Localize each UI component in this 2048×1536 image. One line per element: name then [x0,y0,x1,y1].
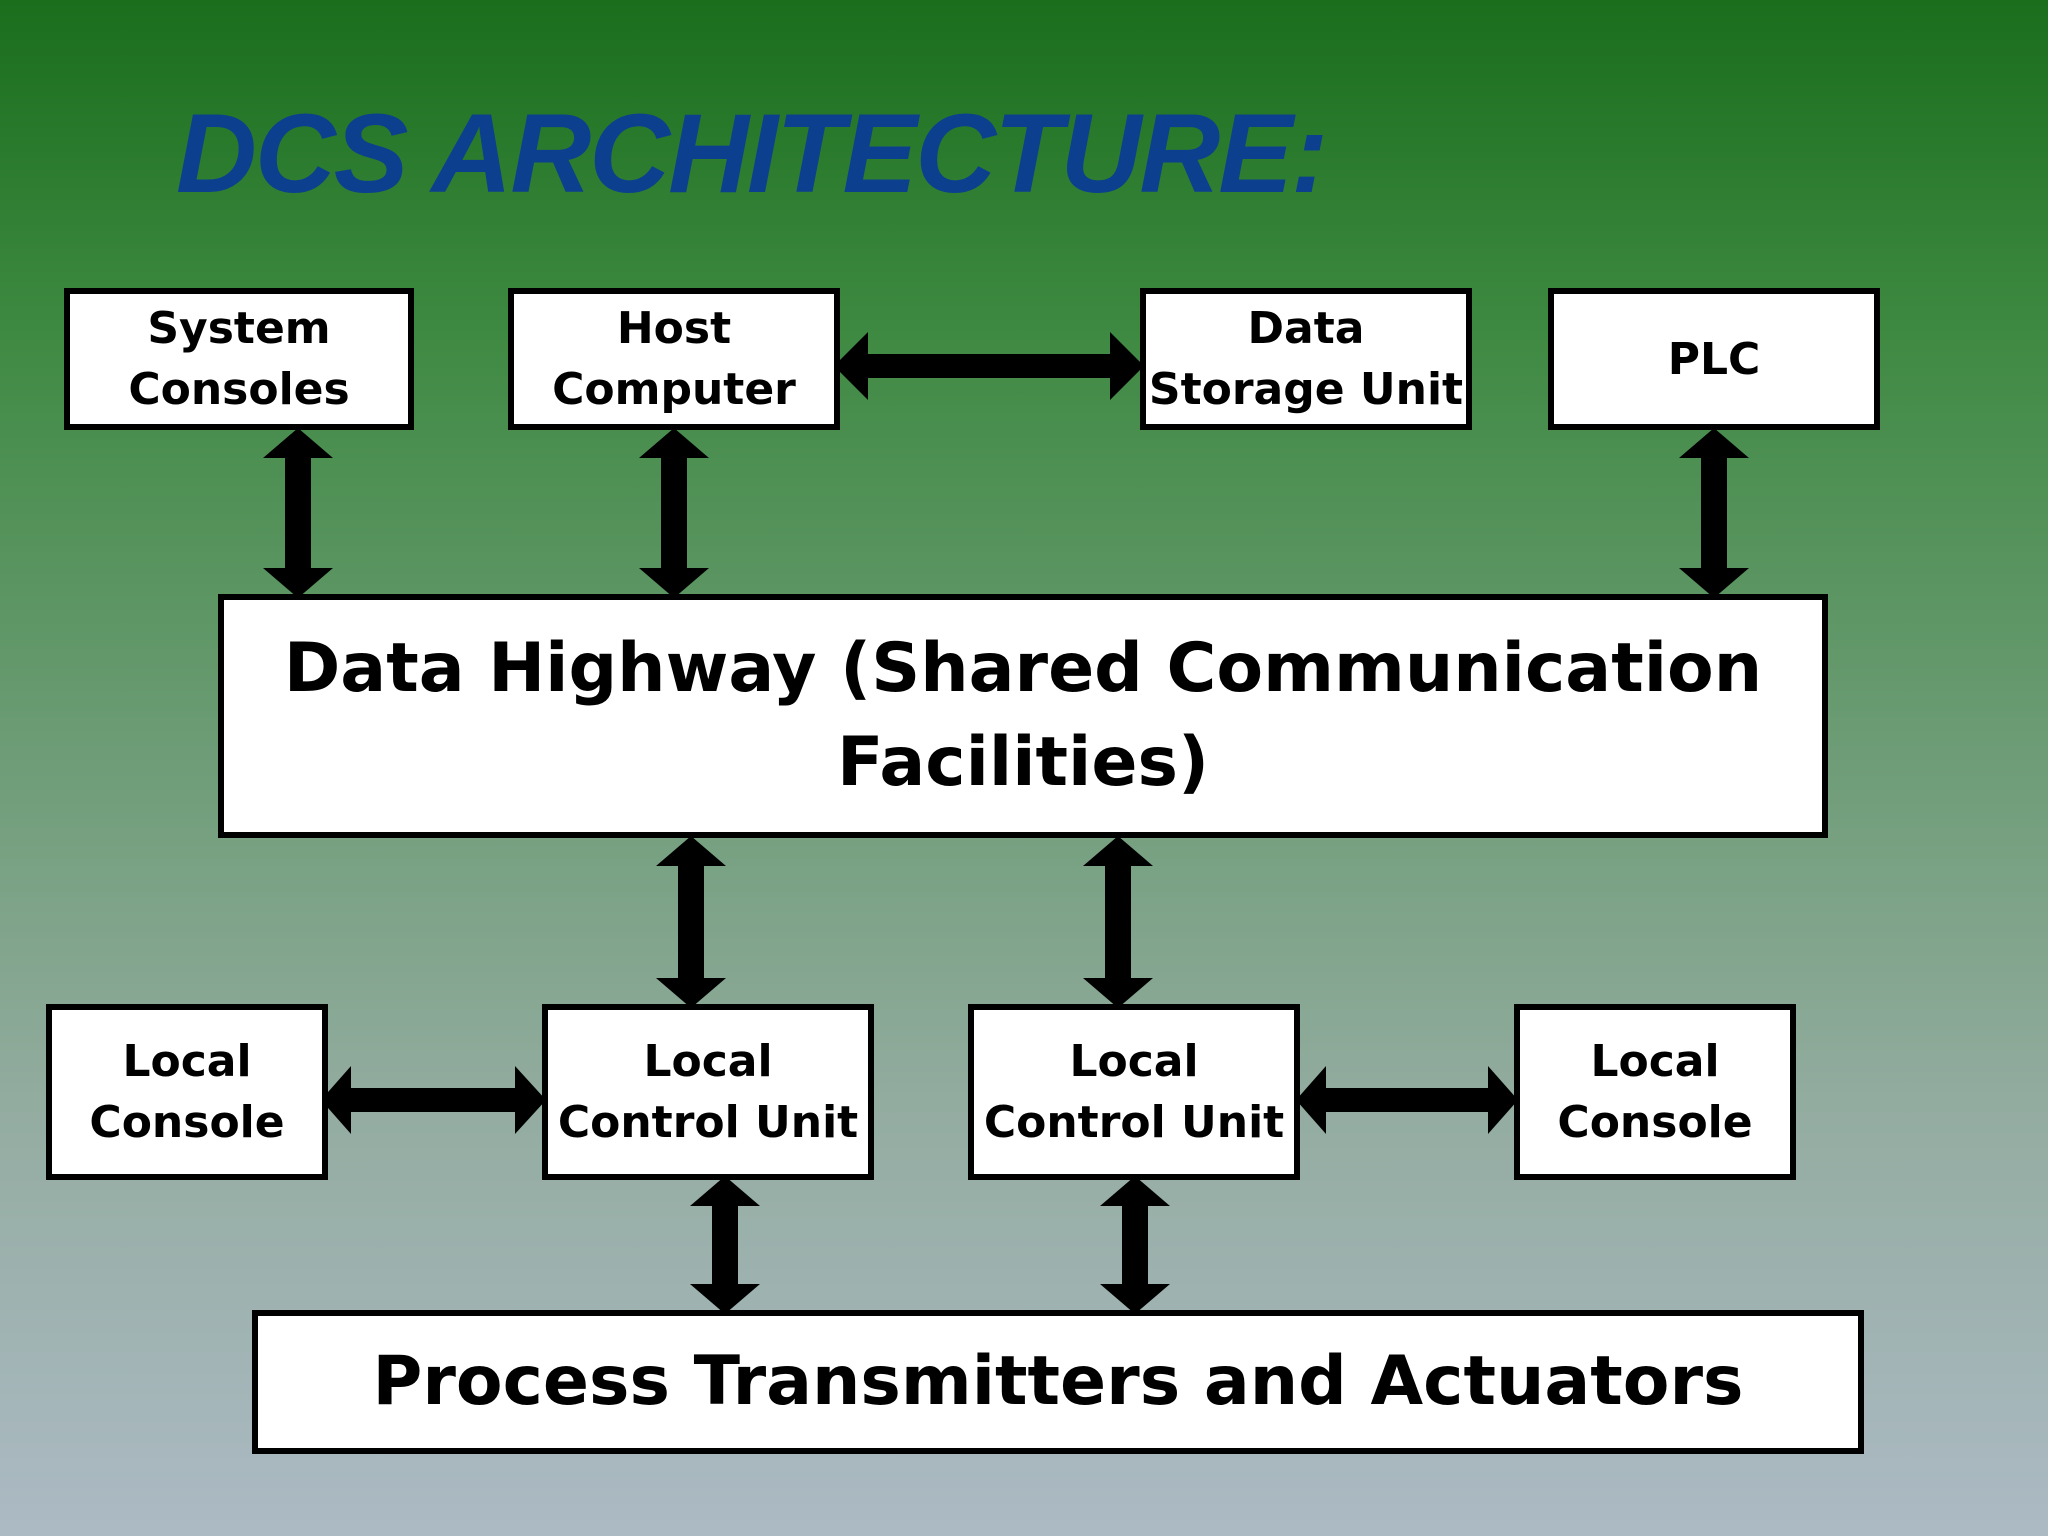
label-line: Control Unit [557,1097,859,1148]
arrow-consoles-highway [263,428,333,598]
arrow-highway-lcu-left [656,836,726,1008]
label-line: Facilities) [836,723,1210,802]
label-line: Data [1247,303,1365,354]
label-line: Local [1069,1036,1199,1087]
label-line: Local [1590,1036,1720,1087]
label-line: Local [643,1036,773,1087]
label-line: Console [89,1097,285,1148]
label-line: System [147,303,331,354]
label-line: Local [122,1036,252,1087]
label-line: Data Highway (Shared Communication [283,629,1763,708]
label-line: PLC [1667,333,1761,385]
label-line: Process Transmitters and Actuators [372,1342,1744,1421]
label-line: Computer [552,364,796,415]
plc-box: PLC [1548,288,1880,430]
arrow-host-storage [834,332,1144,400]
arrow-host-highway [639,428,709,598]
label-line: Host [616,303,732,354]
slide-title: DCS ARCHITECTURE: [176,91,1328,216]
process-transmitters-label: Process Transmitters and Actuators [373,1335,1744,1429]
label-line: Console [1557,1097,1753,1148]
label-line: Control Unit [983,1097,1285,1148]
label-line: Consoles [128,364,350,415]
label-line: Storage Unit [1148,364,1464,415]
plc-label: PLC [1668,329,1761,390]
arrow-lcu-console-right [1296,1066,1518,1134]
arrow-lcu-left-process [690,1176,760,1314]
arrow-plc-highway [1679,428,1749,598]
arrow-highway-lcu-right [1083,836,1153,1008]
arrow-console-lcu-left [321,1066,546,1134]
arrow-lcu-right-process [1100,1176,1170,1314]
process-transmitters-box: Process Transmitters and Actuators [252,1310,1864,1454]
